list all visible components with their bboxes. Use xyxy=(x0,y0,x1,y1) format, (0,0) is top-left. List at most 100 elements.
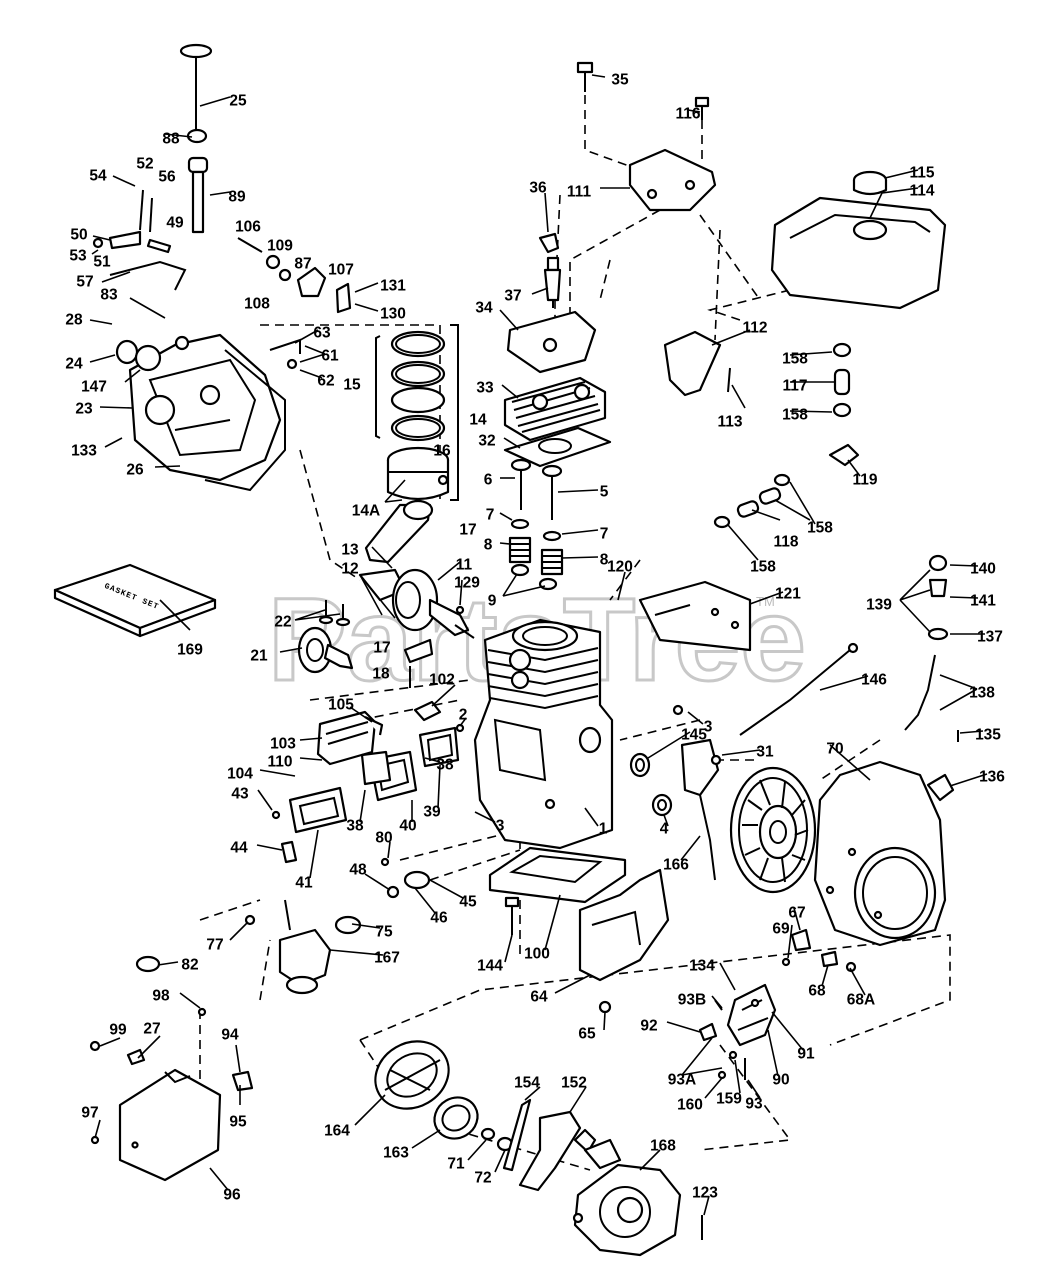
part-label-154: 154 xyxy=(514,1075,540,1092)
engine-block xyxy=(473,618,614,850)
crankshaft xyxy=(358,568,475,639)
part-label-67: 67 xyxy=(788,905,805,922)
part-label-48: 48 xyxy=(349,862,367,879)
part-label-108: 108 xyxy=(244,296,270,313)
ignition-module xyxy=(680,738,722,881)
part-label-93a: 93A xyxy=(668,1072,696,1089)
part-label-152: 152 xyxy=(561,1075,587,1092)
part-label-4: 4 xyxy=(660,821,669,838)
part-label-135: 135 xyxy=(975,727,1001,744)
part-label-92: 92 xyxy=(640,1018,657,1035)
part-label-14: 14 xyxy=(469,412,487,429)
part-label-8: 8 xyxy=(484,537,493,554)
part-label-163: 163 xyxy=(383,1145,409,1162)
part-label-103: 103 xyxy=(270,736,296,753)
part-label-145: 145 xyxy=(681,727,707,744)
control-bracket xyxy=(698,983,777,1080)
part-label-65: 65 xyxy=(578,1026,596,1043)
part-label-14a: 14A xyxy=(352,503,380,520)
head-bolts xyxy=(576,61,710,120)
part-label-40: 40 xyxy=(399,818,416,835)
primer-parts xyxy=(904,554,959,802)
part-label-11: 11 xyxy=(456,557,473,574)
part-label-99: 99 xyxy=(109,1022,127,1039)
part-label-23: 23 xyxy=(75,401,93,418)
part-label-147: 147 xyxy=(81,379,107,396)
part-label-33: 33 xyxy=(476,380,494,397)
fuel-line-parts xyxy=(713,342,860,529)
part-label-49: 49 xyxy=(166,215,184,232)
piston xyxy=(386,446,450,501)
part-label-17: 17 xyxy=(373,640,390,657)
base-plate xyxy=(488,846,627,935)
part-label-94: 94 xyxy=(221,1027,239,1044)
part-label-25: 25 xyxy=(229,93,247,110)
intake-parts xyxy=(271,786,348,864)
part-label-72: 72 xyxy=(474,1170,491,1187)
part-label-112: 112 xyxy=(742,320,767,337)
part-label-88: 88 xyxy=(162,131,180,148)
part-label-118: 118 xyxy=(773,534,798,551)
part-label-13: 13 xyxy=(341,542,359,559)
part-label-45: 45 xyxy=(459,894,477,911)
part-label-77: 77 xyxy=(206,937,223,954)
part-label-36: 36 xyxy=(529,180,547,197)
part-label-54: 54 xyxy=(89,168,107,185)
part-label-117: 117 xyxy=(782,378,807,395)
part-label-22: 22 xyxy=(274,614,291,631)
part-label-51: 51 xyxy=(93,254,111,271)
tank-bracket xyxy=(663,330,731,397)
starter-cup xyxy=(374,1040,450,1110)
part-label-95: 95 xyxy=(229,1114,247,1131)
part-label-69: 69 xyxy=(772,921,790,938)
part-label-109: 109 xyxy=(267,238,293,255)
part-label-24: 24 xyxy=(65,356,83,373)
watermark-trademark: TM xyxy=(756,594,775,609)
part-label-123: 123 xyxy=(692,1185,718,1202)
part-label-146: 146 xyxy=(861,672,887,689)
part-label-140: 140 xyxy=(970,561,996,578)
air-cleaner-cover xyxy=(89,955,254,1182)
part-label-27: 27 xyxy=(143,1021,160,1038)
part-label-105: 105 xyxy=(328,697,354,714)
part-label-6: 6 xyxy=(484,472,493,489)
part-label-15: 15 xyxy=(343,377,361,394)
part-label-98: 98 xyxy=(152,988,170,1005)
part-label-43: 43 xyxy=(231,786,249,803)
part-label-3: 3 xyxy=(496,818,505,835)
part-label-64: 64 xyxy=(530,989,548,1006)
muffler-and-gaskets xyxy=(316,710,460,802)
part-label-90: 90 xyxy=(772,1072,789,1089)
part-label-8: 8 xyxy=(600,552,609,569)
part-label-168: 168 xyxy=(650,1138,676,1155)
part-label-18: 18 xyxy=(372,666,390,683)
part-label-62: 62 xyxy=(317,373,334,390)
starter-handle-bracket xyxy=(502,1098,597,1192)
governor-internal-parts xyxy=(237,237,352,370)
part-label-53: 53 xyxy=(69,248,87,265)
part-label-119: 119 xyxy=(852,472,877,489)
part-label-158: 158 xyxy=(750,559,776,576)
part-label-41: 41 xyxy=(295,875,313,892)
part-label-39: 39 xyxy=(423,804,441,821)
part-label-31: 31 xyxy=(756,744,774,761)
part-label-102: 102 xyxy=(429,672,455,689)
part-label-160: 160 xyxy=(677,1097,703,1114)
blower-housing xyxy=(813,760,947,947)
oil-seals xyxy=(629,704,684,817)
part-label-139: 139 xyxy=(866,597,892,614)
part-label-137: 137 xyxy=(977,629,1003,646)
part-label-130: 130 xyxy=(380,306,406,323)
part-label-164: 164 xyxy=(324,1123,350,1140)
flywheel xyxy=(729,766,817,894)
part-label-34: 34 xyxy=(475,300,493,317)
part-label-115: 115 xyxy=(909,165,934,182)
valves-and-springs xyxy=(508,458,564,591)
cylinder-head xyxy=(503,376,607,442)
gasket-set-box: GASKET SET xyxy=(53,563,217,638)
part-label-38: 38 xyxy=(436,757,454,774)
spark-plug-wire xyxy=(739,642,859,736)
crankcase-cover xyxy=(115,333,286,492)
camshaft-and-lifters xyxy=(297,600,354,674)
